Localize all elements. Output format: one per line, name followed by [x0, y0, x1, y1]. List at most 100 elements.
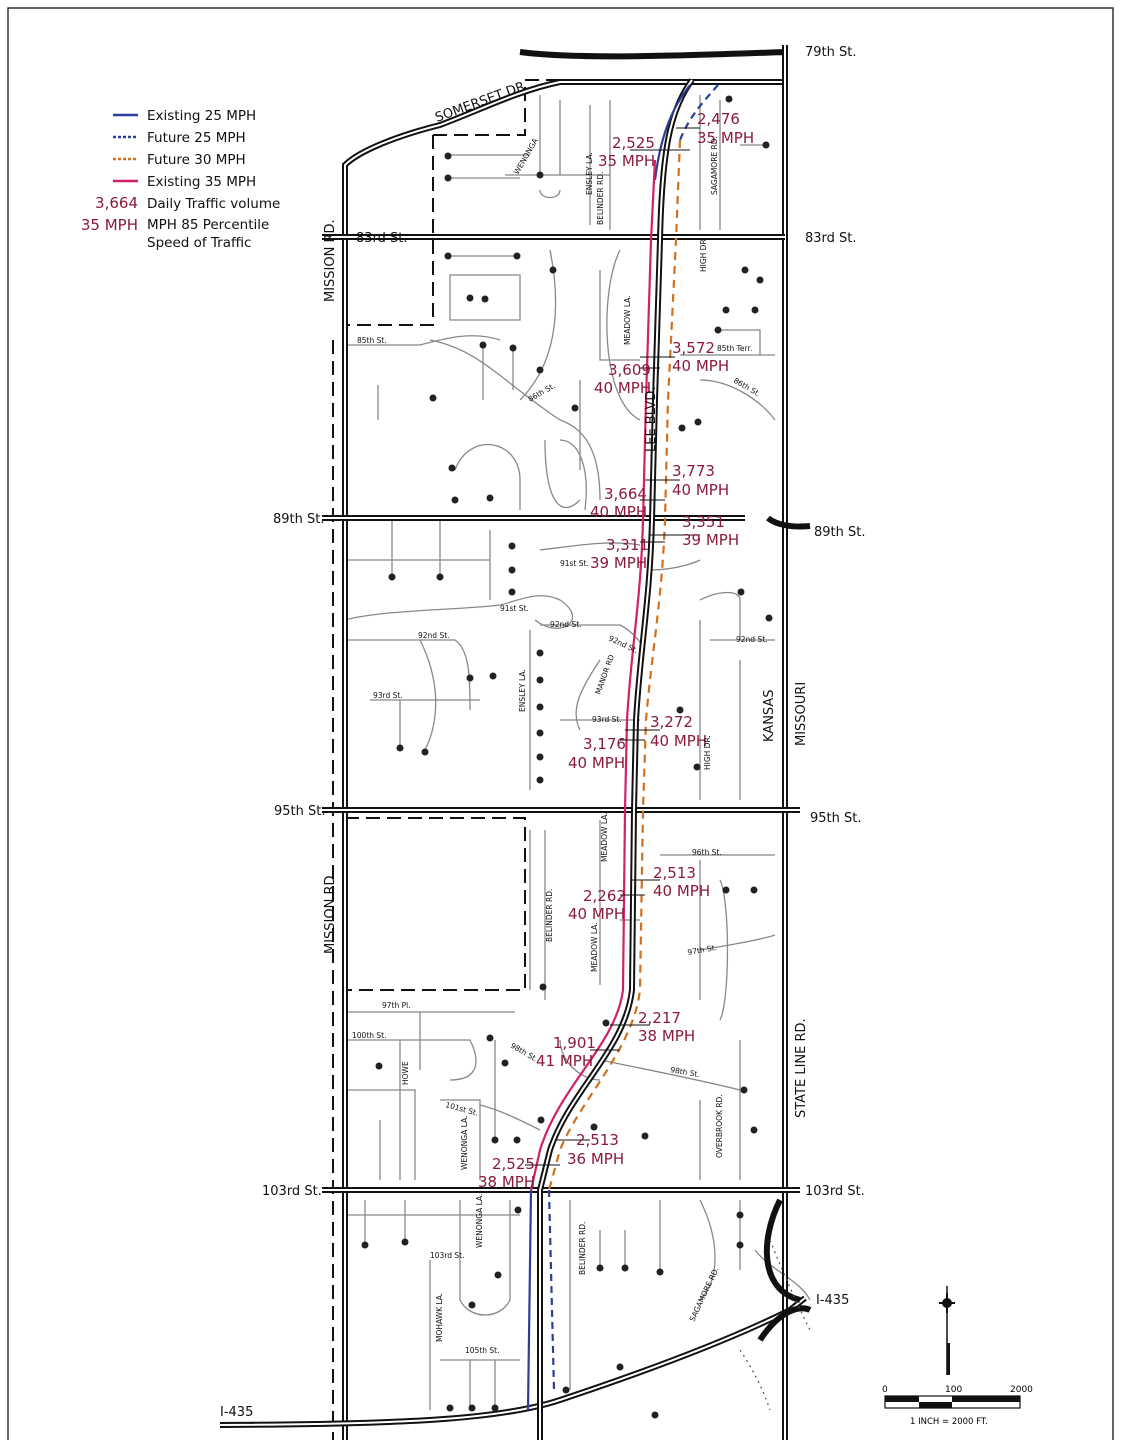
label-meadow-la-2: MEADOW LA. — [600, 812, 609, 862]
label-howe: HOWE — [401, 1061, 410, 1085]
label-wenonga-la-2: WENONGA LA. — [475, 1194, 484, 1248]
scale-tick-1: 100 — [945, 1385, 962, 1395]
label-mission-rd-south: MISSION RD. — [323, 871, 338, 954]
label-101st-st: 101st St. — [444, 1100, 479, 1117]
traffic-speed: 39 MPH — [590, 554, 647, 572]
label-kansas: KANSAS — [762, 689, 777, 742]
traffic-speed: 40 MPH — [568, 754, 625, 772]
traffic-speed: 39 MPH — [682, 531, 739, 549]
label-state-line-rd: STATE LINE RD. — [794, 1018, 809, 1118]
label-mohawk-la: MOHAWK LA. — [435, 1293, 444, 1342]
traffic-volume: 3,272 — [650, 713, 693, 731]
label-89th-st-west: 89th St. — [273, 512, 325, 527]
map-frame — [7, 7, 1114, 1440]
label-79th-st: 79th St. — [805, 45, 857, 60]
traffic-speed: 41 MPH — [536, 1052, 593, 1070]
scale-tick-0: 0 — [882, 1385, 888, 1395]
label-high-dr-south: HIGH DR. — [703, 735, 712, 770]
label-86th-st-west: 86th St. — [527, 381, 557, 404]
traffic-annotations: 2,525 35 MPH 2,476 35 MPH 3,572 40 MPH 3… — [478, 110, 754, 1191]
label-manor-rd: MANOR RD — [593, 653, 616, 695]
future-25-mph-line-south — [547, 1189, 556, 1391]
traffic-volume: 2,525 — [612, 134, 655, 152]
label-97th-pl: 97th Pl. — [382, 1001, 411, 1010]
label-91st-st-a: 91st St. — [560, 559, 589, 568]
label-wenonga: WENONGA — [512, 136, 540, 176]
existing-35-mph-line — [529, 159, 657, 1191]
label-meadow-la: MEADOW LA. — [623, 295, 632, 345]
traffic-volume: 3,351 — [682, 513, 725, 531]
label-high-dr: HIGH DR. — [699, 237, 708, 272]
traffic-volume: 3,311 — [606, 536, 649, 554]
label-92nd-st-west: 92nd St. — [418, 631, 450, 640]
label-wenonga-la: WENONGA LA. — [460, 1116, 469, 1170]
label-missouri: MISSOURI — [794, 682, 809, 746]
traffic-speed: 35 MPH — [697, 129, 754, 147]
legend-speed-label-2: Speed of Traffic — [147, 235, 251, 251]
traffic-speed: 38 MPH — [478, 1173, 535, 1191]
label-96th-st: 96th St. — [692, 848, 722, 857]
traffic-volume: 2,513 — [576, 1131, 619, 1149]
traffic-volume: 2,525 — [492, 1155, 535, 1173]
cul-de-sac-dots — [361, 95, 773, 1419]
label-mission-rd-north: MISSION RD. — [323, 219, 338, 302]
north-arrow-icon — [939, 1286, 955, 1375]
label-i435-west: I-435 — [220, 1405, 253, 1420]
label-98th-st-west: 98th St. — [509, 1041, 539, 1064]
traffic-volume: 2,262 — [583, 887, 626, 905]
label-belinder-rd: BELINDER RD. — [596, 172, 605, 225]
legend: Existing 25 MPH Future 25 MPH Future 30 … — [81, 108, 280, 251]
label-105th-st: 105th St. — [465, 1346, 499, 1355]
label-95th-st-west: 95th St. — [274, 804, 326, 819]
traffic-speed: 40 MPH — [653, 882, 710, 900]
label-85th-st: 85th St. — [357, 336, 387, 345]
scale-tick-2: 2000 — [1010, 1385, 1033, 1395]
label-93rd-st-west: 93rd St. — [373, 691, 403, 700]
label-i435-east: I-435 — [816, 1293, 849, 1308]
traffic-speed: 40 MPH — [590, 503, 647, 521]
traffic-speed: 40 MPH — [672, 357, 729, 375]
boundary-lines — [332, 45, 787, 1440]
label-83rd-st-west: 83rd St. — [356, 231, 408, 246]
label-103rd-st-west: 103rd St. — [262, 1184, 322, 1199]
label-85th-terr: 85th Terr. — [717, 344, 752, 353]
traffic-volume: 3,664 — [604, 485, 647, 503]
speed-overlays — [526, 84, 811, 1411]
legend-label: Existing 25 MPH — [147, 108, 256, 124]
label-belinder-rd-2: BELINDER RD. — [545, 889, 554, 942]
label-meadow-la-3: MEADOW LA. — [590, 922, 599, 972]
count-station-ticks — [525, 127, 700, 1166]
traffic-speed: 40 MPH — [672, 481, 729, 499]
label-sagamore-rd-2: SAGAMORE RD. — [688, 1266, 721, 1323]
traffic-speed: 40 MPH — [568, 905, 625, 923]
traffic-volume: 2,217 — [638, 1009, 681, 1027]
label-100th-st: 100th St. — [352, 1031, 386, 1040]
label-belinder-rd-3: BELINDER RD. — [578, 1222, 587, 1275]
label-103rd-st-east: 103rd St. — [805, 1184, 865, 1199]
label-89th-st-east: 89th St. — [814, 525, 866, 540]
traffic-speed: 38 MPH — [638, 1027, 695, 1045]
traffic-volume: 1,901 — [553, 1034, 596, 1052]
future-25-mph-line-north — [678, 84, 719, 141]
label-95th-st-east: 95th St. — [810, 811, 862, 826]
label-92nd-st-east: 92nd St. — [736, 635, 768, 644]
legend-speed-sample: 35 MPH — [81, 216, 138, 234]
label-ensley-la-south: ENSLEY LA. — [518, 669, 527, 712]
traffic-speed: 40 MPH — [650, 732, 707, 750]
traffic-volume: 3,609 — [608, 361, 651, 379]
existing-25-mph-line — [653, 84, 691, 181]
label-103rd-st-local: 103rd St. — [430, 1251, 465, 1260]
traffic-speed: 40 MPH — [594, 379, 651, 397]
major-roads — [219, 45, 812, 1440]
label-sagamore-rd: SAGAMORE RD. — [710, 136, 719, 195]
traffic-speed: 35 MPH — [598, 152, 655, 170]
label-97th-st: 97th St. — [687, 943, 718, 957]
label-ensley-la: ENSLEY LA. — [585, 152, 594, 195]
label-lee-blvd: LEE BLVD. — [644, 386, 659, 452]
traffic-volume: 2,476 — [697, 110, 740, 128]
traffic-volume: 3,773 — [672, 462, 715, 480]
label-93rd-st-east: 93rd St. — [592, 715, 622, 724]
legend-volume-label: Daily Traffic volume — [147, 196, 280, 212]
